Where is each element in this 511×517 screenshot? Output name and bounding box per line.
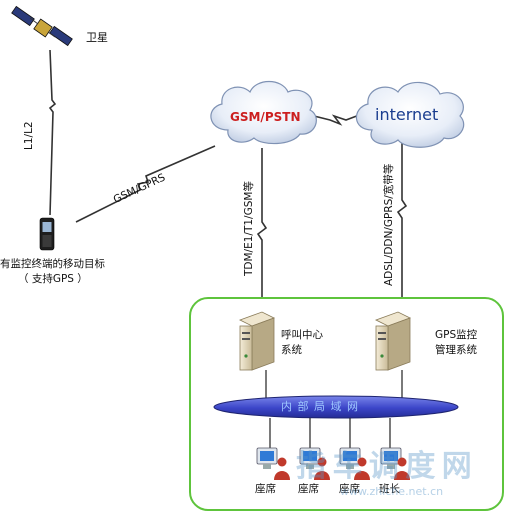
gps-system-label-1: GPS监控 <box>435 329 478 341</box>
lan-label: 内 部 局 域 网 <box>281 400 359 413</box>
gps-server-icon <box>374 311 412 371</box>
terminal-label: 有监控终端的移动目标 <box>0 258 105 270</box>
link-label-tdm: TDM/E1/T1/GSM等 <box>243 181 255 276</box>
operator-workstation-icon <box>256 447 290 480</box>
callcenter-server-icon <box>238 311 276 371</box>
satellite-label: 卫星 <box>86 31 108 44</box>
operator-workstation-icon <box>299 447 330 480</box>
gps-system-label-2: 管理系统 <box>435 344 477 356</box>
link-gsm-internet <box>309 113 363 126</box>
link-label-adsl: ADSL/DDN/GPRS/宽带等 <box>383 163 395 286</box>
terminal-sublabel: （ 支持GPS ） <box>18 273 88 285</box>
watermark-url: www.zhiche.net.cn <box>340 485 444 498</box>
lan-bar <box>213 395 459 419</box>
internet-cloud <box>355 81 465 148</box>
supervisor-label: 班长 <box>379 483 400 495</box>
link-internet-gps <box>396 142 408 300</box>
satellite-icon <box>11 5 73 47</box>
internet-label: internet <box>375 105 439 124</box>
callcenter-label-1: 呼叫中心 <box>281 329 323 341</box>
link-terminal-gsm <box>75 145 216 223</box>
seat-label-3: 座席 <box>339 483 360 495</box>
link-gsm-callcenter <box>256 148 268 300</box>
gsm-pstn-label: GSM/PSTN <box>230 110 301 124</box>
seat-label-2: 座席 <box>298 483 319 495</box>
link-label-l1l2: L1/L2 <box>23 121 35 150</box>
seat-label-1: 座席 <box>255 483 276 495</box>
watermark-logo: 指 车 调 度 网 <box>296 449 472 484</box>
link-satellite-terminal <box>48 49 57 216</box>
mobile-terminal-icon <box>39 217 55 251</box>
callcenter-label-2: 系统 <box>281 344 302 356</box>
gsm-pstn-cloud <box>210 80 317 145</box>
supervisor-workstation-icon <box>380 447 410 480</box>
operator-workstation-icon <box>339 447 370 480</box>
